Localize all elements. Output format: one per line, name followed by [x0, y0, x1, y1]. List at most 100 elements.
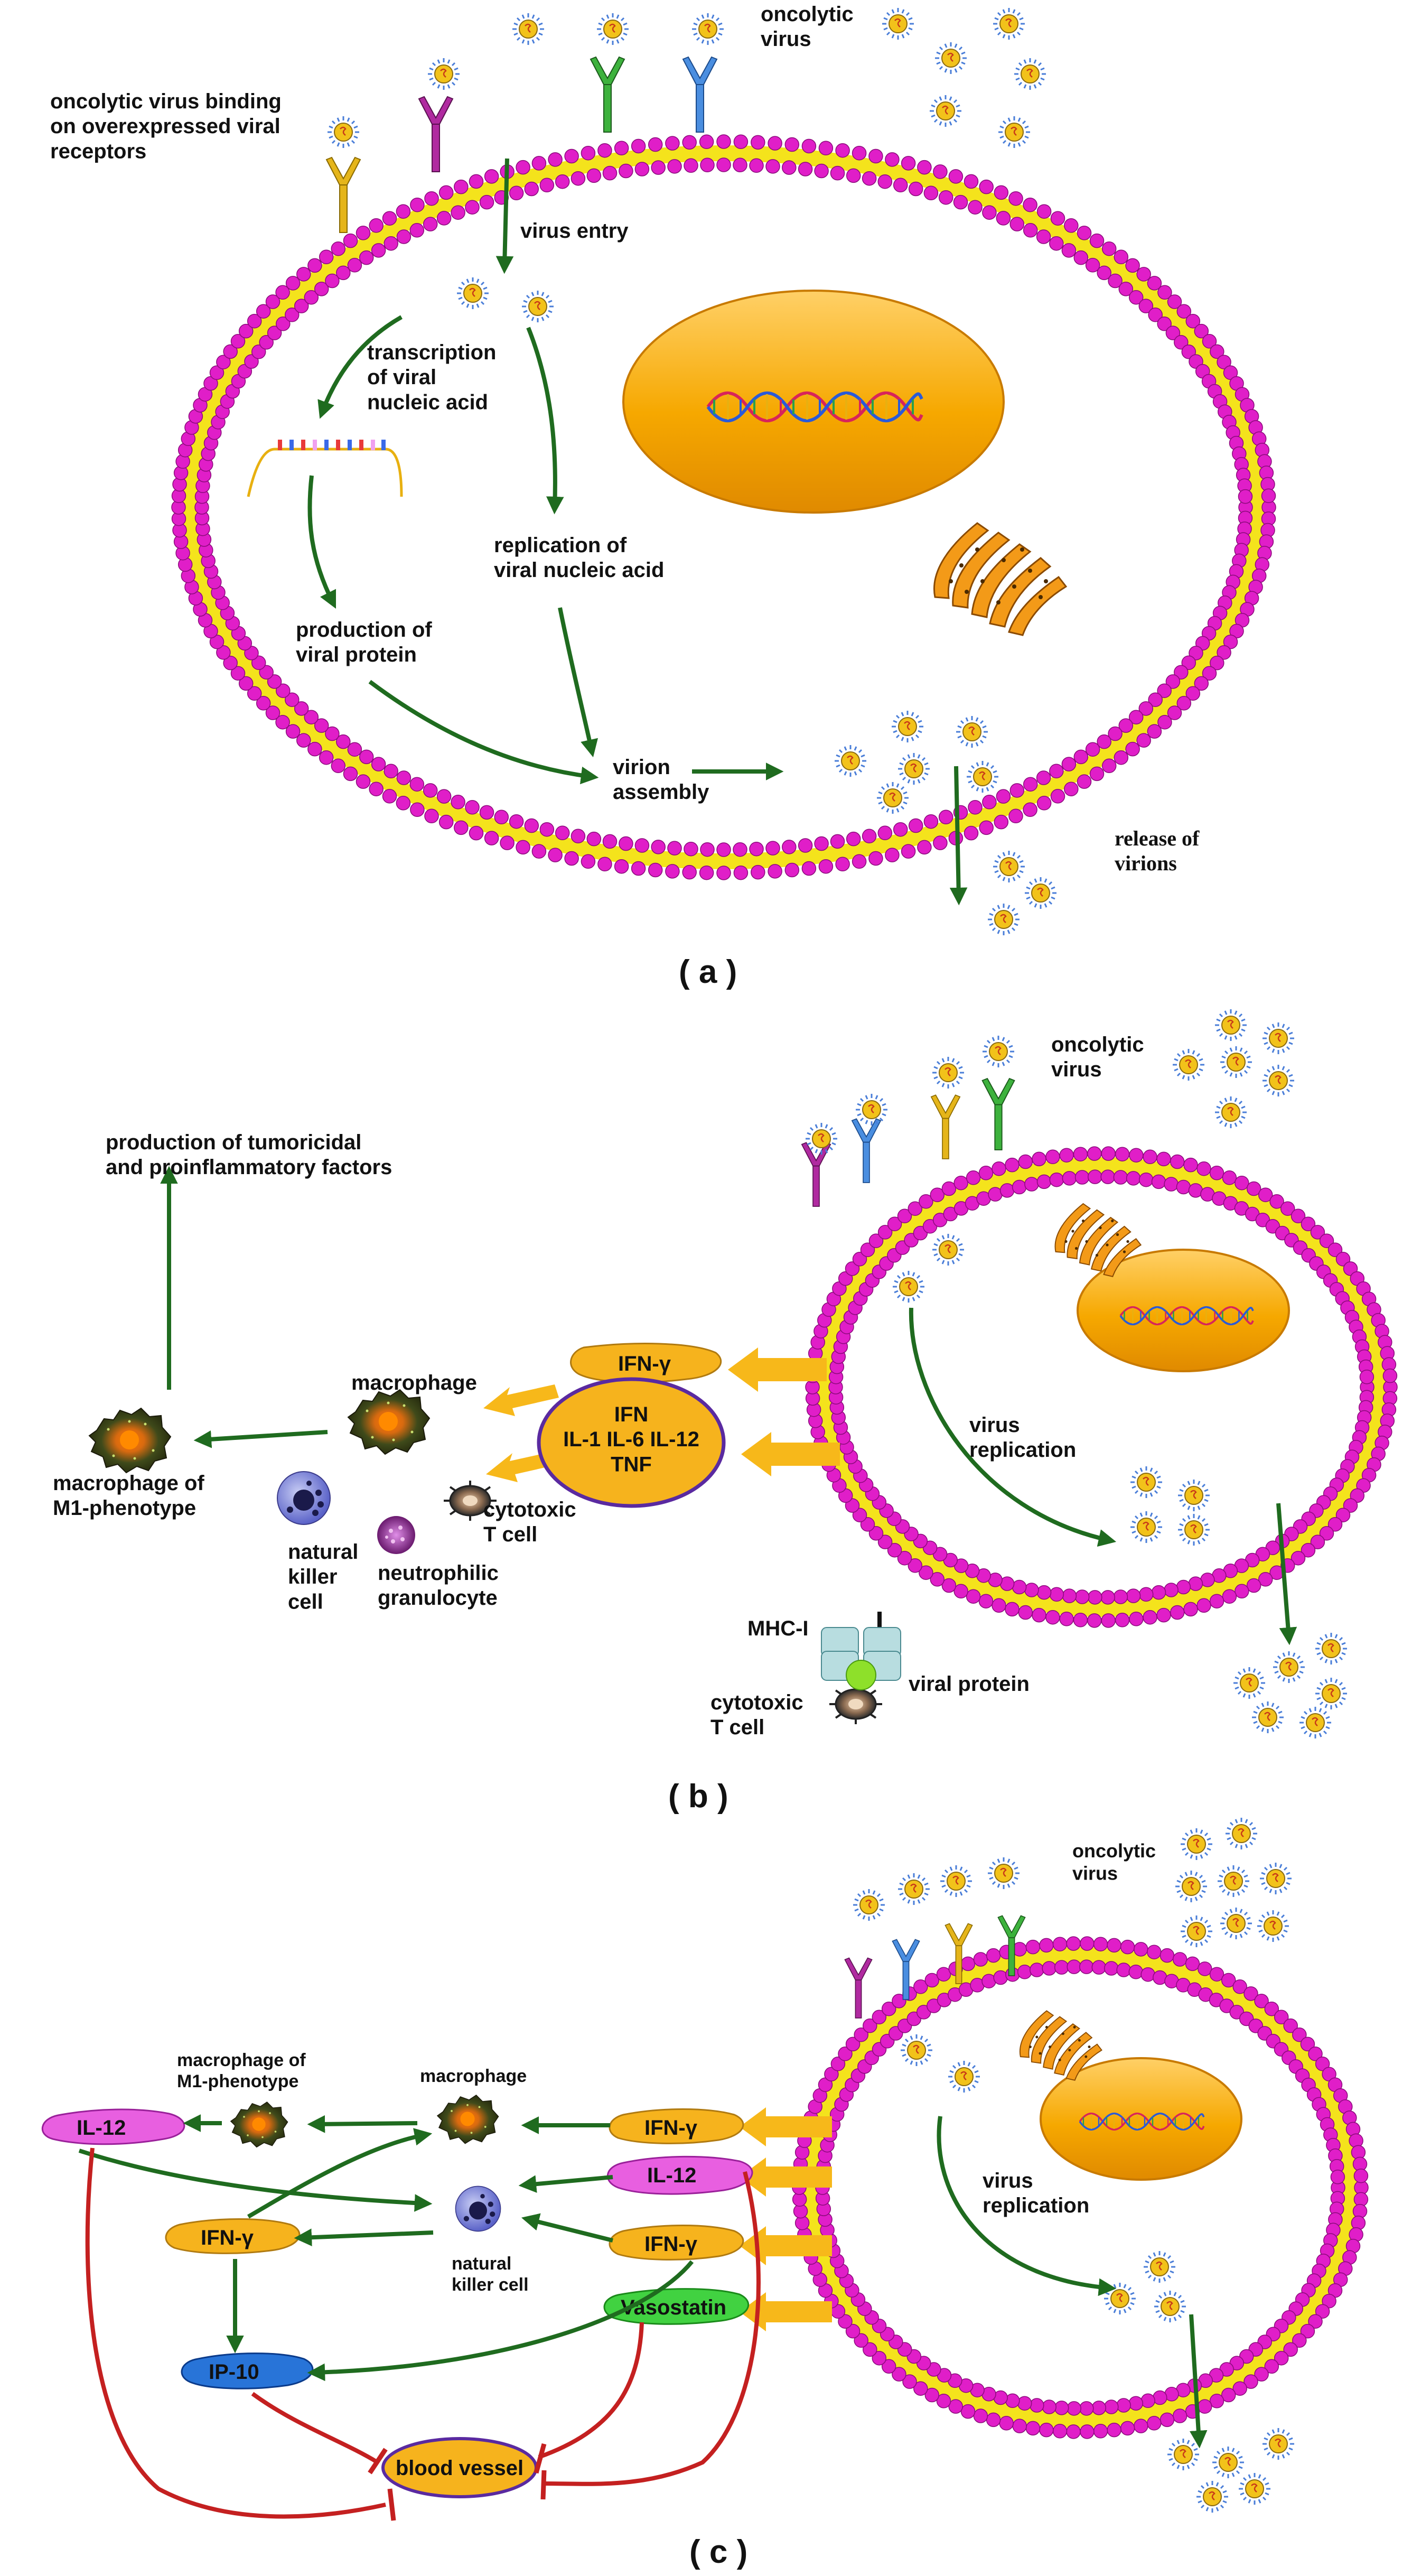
pill-il12-mid: IL-12	[606, 2155, 753, 2195]
panel-c: IL-12 IFN-γ IL-12 IFN-γ IFN-γ Vasostatin…	[41, 1817, 1369, 2570]
virus-icon	[1314, 1632, 1348, 1666]
svg-text:IFN-γ: IFN-γ	[644, 2116, 698, 2140]
virus-icon	[1180, 1914, 1213, 1948]
nucleus-b	[1077, 1249, 1290, 1372]
virus-icon	[1153, 2290, 1187, 2323]
virus-icon	[1256, 1909, 1290, 1943]
virus-icon	[900, 2033, 933, 2067]
inhibition-bars-c	[368, 2443, 547, 2521]
virus-icon	[1261, 1021, 1295, 1055]
virus-icon	[897, 752, 931, 786]
virus-icon	[947, 2060, 981, 2094]
inhibition-lines-c	[85, 2147, 761, 2519]
virus-icon	[1129, 1510, 1163, 1544]
caption-b: ( b )	[668, 1778, 728, 1815]
virus-icon	[891, 710, 924, 743]
virus-icon	[855, 1093, 889, 1127]
virus-icon	[997, 115, 1031, 149]
t-cell-icon	[828, 1683, 883, 1725]
receptor-icon	[851, 1118, 882, 1183]
receptor-icon	[844, 1957, 873, 2019]
svg-text:IFN-γ: IFN-γ	[201, 2226, 254, 2249]
virus-icon	[1166, 2438, 1200, 2471]
label-macrophage-c: macrophage	[420, 2066, 527, 2086]
pill-ip10: IP-10	[181, 2352, 314, 2389]
virus-icon	[987, 903, 1021, 936]
virus-icon	[1259, 1862, 1293, 1895]
virus-icon	[881, 7, 915, 41]
virus-icon	[1013, 57, 1047, 91]
virus-icon	[691, 12, 725, 46]
cell-membrane-a	[171, 134, 1276, 880]
cell-membrane-b	[805, 1146, 1398, 1628]
virus-icon	[987, 1856, 1021, 1890]
virus-icon	[1314, 1677, 1348, 1710]
nucleus-a	[622, 290, 1005, 514]
virus-icon	[427, 57, 461, 91]
label-virus-entry: virus entry	[520, 219, 629, 243]
virus-icon	[521, 290, 555, 323]
pathway-arrows-a	[307, 158, 968, 906]
virus-icon	[1180, 1827, 1213, 1861]
virus-icon	[1261, 2427, 1295, 2461]
virus-icon	[939, 1864, 973, 1898]
virus-icon	[1219, 1907, 1253, 1940]
mrna-icon	[247, 440, 403, 497]
svg-text:IFN-γ: IFN-γ	[644, 2233, 698, 2256]
virus-icon	[992, 7, 1026, 41]
virus-icon	[1195, 2480, 1229, 2514]
pill-ifn-gamma-2: IFN-γ	[609, 2225, 744, 2261]
receptor-icon	[326, 157, 361, 233]
virus-icon	[1129, 1465, 1163, 1499]
virus-icon	[1174, 1870, 1208, 1903]
virus-icon	[1272, 1650, 1306, 1684]
virus-icon	[1217, 1864, 1250, 1898]
virus-icon	[1211, 2445, 1245, 2479]
svg-text:IP-10: IP-10	[209, 2360, 259, 2384]
macrophage-icon	[348, 1389, 430, 1455]
virus-icon	[966, 760, 999, 794]
svg-text:Vasostatin: Vasostatin	[621, 2296, 726, 2319]
virus-icon	[1177, 1513, 1211, 1547]
pill-blood-vessel: blood vessel	[381, 2437, 538, 2498]
virus-icon	[897, 1872, 931, 1906]
pill-il12-left: IL-12	[41, 2108, 185, 2145]
virus-icon	[1172, 1048, 1205, 1082]
virus-icon	[1024, 876, 1058, 910]
virus-icon	[1214, 1008, 1248, 1042]
svg-text:blood vessel: blood vessel	[396, 2457, 523, 2480]
virus-icon	[805, 1122, 838, 1156]
virus-icon	[596, 12, 630, 46]
virus-icon	[955, 715, 989, 749]
virus-icon	[929, 94, 962, 128]
caption-c: ( c )	[689, 2534, 747, 2570]
mhc-icon	[821, 1612, 901, 1690]
virus-icon	[992, 850, 1026, 884]
pill-vasostatin: Vasostatin	[603, 2288, 750, 2325]
virus-icon	[1298, 1706, 1332, 1740]
receptor-icon	[590, 57, 625, 133]
virus-icon	[931, 1056, 965, 1090]
svg-text:IFN-γ: IFN-γ	[618, 1352, 671, 1375]
nucleus-c	[1040, 2057, 1242, 2181]
virus-icon	[1238, 2472, 1271, 2506]
pill-ifn-gamma-1: IFN-γ	[609, 2108, 744, 2144]
receptor-icon	[981, 1078, 1015, 1150]
pathway-arrows-c	[78, 2114, 1208, 2449]
